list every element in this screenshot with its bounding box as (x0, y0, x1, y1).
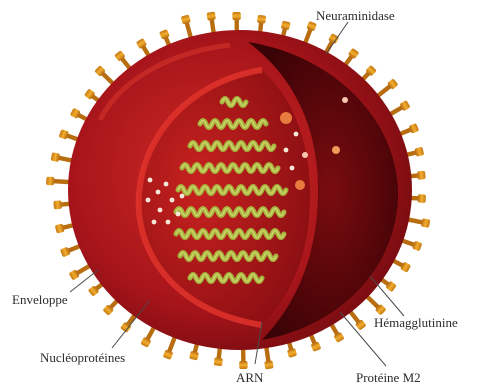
label-nucleoproteins: Nucléoprotéines (40, 350, 125, 365)
nucleoprotein-dot (180, 194, 185, 199)
label-m2-protein: Protéine M2 (356, 370, 421, 385)
label-envelope: Enveloppe (12, 292, 68, 307)
nucleoprotein-dot (170, 198, 175, 203)
nucleoprotein-dot (156, 190, 161, 195)
nucleoprotein-dot (294, 132, 299, 137)
neuraminidase-marker (295, 180, 305, 190)
nucleoprotein-dot (152, 220, 157, 225)
neuraminidase-marker (332, 146, 340, 154)
nucleoprotein-dot (176, 212, 181, 217)
m2-marker (302, 152, 308, 158)
nucleoprotein-dot (148, 178, 153, 183)
nucleoprotein-dot (284, 148, 289, 153)
m2-marker (342, 97, 348, 103)
nucleoprotein-dot (158, 208, 163, 213)
nucleoprotein-dot (166, 220, 171, 225)
neuraminidase-marker (280, 112, 292, 124)
nucleoprotein-dot (146, 198, 151, 203)
label-rna: ARN (236, 370, 264, 385)
nucleoprotein-dot (290, 166, 295, 171)
nucleoprotein-dot (164, 182, 169, 187)
label-neuraminidase: Neuraminidase (316, 8, 395, 23)
label-hemagglutinin: Hémagglutinine (374, 315, 458, 330)
